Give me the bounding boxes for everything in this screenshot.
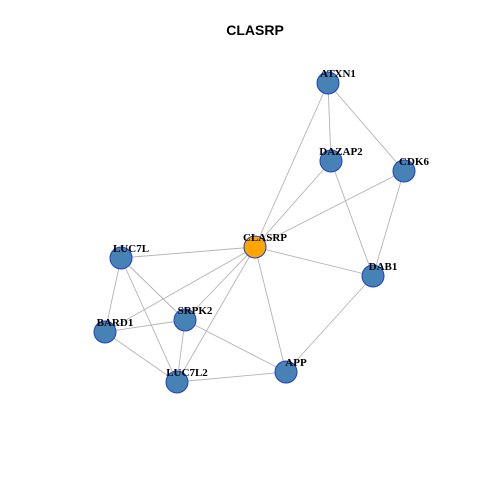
edge-atxn1-clasrp: [254, 82, 329, 248]
node-luc7l2: [165, 370, 189, 394]
node-cdk6: [392, 159, 416, 183]
node-label-srpk2: SRPK2: [178, 305, 213, 317]
edge-clasrp-luc7l2: [176, 246, 256, 383]
edge-luc7l-bard1: [104, 257, 122, 333]
edge-dazap2-dab1: [330, 160, 374, 277]
node-dazap2: [319, 149, 343, 173]
node-app: [274, 360, 298, 384]
edge-srpk2-bard1: [104, 319, 186, 333]
node-label-cdk6: CDK6: [399, 156, 429, 168]
node-dab1: [361, 264, 385, 288]
node-bard1: [93, 320, 117, 344]
node-label-dab1: DAB1: [369, 261, 398, 273]
edge-cdk6-dab1: [372, 170, 405, 277]
node-label-bard1: BARD1: [97, 317, 134, 329]
edge-clasrp-luc7l: [120, 246, 256, 259]
node-atxn1: [316, 71, 340, 95]
edge-clasrp-app: [254, 246, 287, 373]
node-layer: [93, 71, 416, 394]
node-label-app: APP: [285, 357, 307, 369]
edge-clasrp-srpk2: [184, 246, 256, 321]
node-luc7l: [109, 246, 133, 270]
edge-clasrp-bard1: [104, 246, 256, 333]
edge-clasrp-dab1: [254, 246, 374, 277]
edge-atxn1-cdk6: [327, 82, 405, 172]
edge-luc7l-luc7l2: [120, 257, 178, 383]
node-label-luc7l2: LUC7L2: [166, 367, 208, 379]
node-label-clasrp: CLASRP: [243, 232, 287, 244]
edge-dazap2-clasrp: [254, 160, 332, 248]
diagram-title: CLASRP: [226, 22, 284, 38]
node-label-atxn1: ATXN1: [320, 68, 356, 80]
node-clasrp: [243, 235, 267, 259]
edge-luc7l2-app: [176, 371, 287, 383]
edge-cdk6-clasrp: [254, 170, 405, 248]
node-label-luc7l: LUC7L: [113, 243, 149, 255]
node-label-dazap2: DAZAP2: [319, 146, 363, 158]
edge-layer: [104, 82, 405, 383]
edge-bard1-luc7l2: [104, 331, 178, 383]
edge-luc7l-srpk2: [120, 257, 186, 321]
edge-srpk2-app: [184, 319, 287, 373]
edge-dab1-app: [285, 275, 374, 373]
edge-atxn1-dazap2: [327, 82, 332, 162]
node-srpk2: [173, 308, 197, 332]
